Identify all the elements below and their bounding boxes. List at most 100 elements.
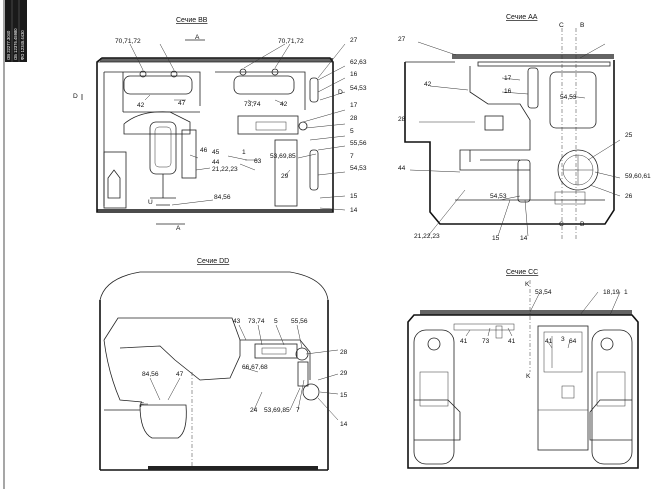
bb-label-62-63: 62,63 [350, 59, 367, 66]
dd-label-28: 28 [340, 349, 348, 356]
dd-label-47: 47 [176, 371, 184, 378]
aa-label-sect-c-top: C [559, 22, 564, 29]
bb-label-sect-d-right: D [338, 89, 343, 96]
dd-label-f: F [140, 402, 144, 409]
bb-label-54-53-a: 54,53 [350, 85, 367, 92]
aa-label-sect-c-bottom: C [559, 221, 564, 228]
bb-label-46: 46 [200, 147, 208, 154]
bb-label-17: 17 [350, 102, 358, 109]
bb-label-55-56: 55,56 [350, 140, 367, 147]
section-bb: Сечие ВВ [73, 17, 367, 232]
stamp-line-1: ОВ 22277.3040 [6, 30, 11, 60]
bb-label-14: 14 [350, 207, 358, 214]
section-aa: Сечие АА 27 C B 42 17 16 54,53 28 25 44 … [398, 14, 651, 242]
stamp-line-2: ОБ 12376.45980 [13, 28, 18, 60]
bb-label-27: 27 [350, 37, 358, 44]
dd-label-5: 5 [274, 318, 278, 325]
section-dd-title: Сечие DD [197, 258, 229, 265]
bb-label-15: 15 [350, 193, 358, 200]
bb-window-right [233, 75, 295, 95]
aa-label-59-60-61: 59,60,61 [625, 173, 651, 180]
bb-label-70-71-72-b: 70,71,72 [278, 38, 304, 45]
bb-label-5: 5 [350, 128, 354, 135]
dd-label-73-74: 73,74 [248, 318, 265, 325]
dd-label-66-67-68: 66,67,68 [242, 364, 268, 371]
dd-label-84-56: 84,56 [142, 371, 159, 378]
dd-label-43: 43 [233, 318, 241, 325]
bb-label-21-22-23: 21,22,23 [212, 166, 238, 173]
cc-label-3: 3 [561, 336, 565, 343]
cc-label-1: 1 [624, 289, 628, 296]
bb-label-sect-a-top: A [195, 34, 200, 41]
aa-steering-wheel [557, 149, 599, 191]
bb-label-44: 44 [212, 159, 220, 166]
aa-extinguisher-bottom [517, 159, 531, 203]
section-bb-title: Сечие ВВ [176, 17, 208, 24]
dd-label-24: 24 [250, 407, 258, 414]
aa-label-26: 26 [625, 193, 633, 200]
dd-label-7: 7 [296, 407, 300, 414]
bb-label-sect-d-left: D [73, 93, 78, 100]
aa-label-25: 25 [625, 132, 633, 139]
aa-extinguisher-top [527, 67, 539, 109]
bb-body-outline [96, 57, 334, 213]
cc-label-41-a: 41 [460, 338, 468, 345]
bb-label-42-b: 42 [280, 101, 288, 108]
aa-label-54-53-a: 54,53 [560, 94, 577, 101]
aa-label-28: 28 [398, 116, 406, 123]
aa-label-21-22-23: 21,22,23 [414, 233, 440, 240]
section-cc: Сечие CC K 53,54 18,19 1 41 73 41 3 41 6… [407, 269, 639, 469]
cc-door [537, 325, 589, 451]
aa-label-27: 27 [398, 36, 406, 43]
stamp-line-3: ФО 12345.4430 [20, 30, 25, 60]
bb-label-54-53-b: 54,53 [350, 165, 367, 172]
cc-label-sect-k-top: K [525, 281, 530, 288]
bb-label-1: 1 [242, 149, 246, 156]
aa-label-sect-b-top: B [580, 22, 585, 29]
bb-label-29: 29 [281, 173, 289, 180]
aa-label-44: 44 [398, 165, 406, 172]
section-dd: Сечие DD 43 73,74 5 55,56 28 84,56 47 66… [99, 258, 348, 471]
dd-label-15: 15 [340, 392, 348, 399]
cc-label-sect-k-bottom: K [526, 373, 531, 380]
bb-label-47: 47 [178, 100, 186, 107]
aa-label-15: 15 [492, 235, 500, 242]
bb-label-sect-u: U [148, 199, 153, 206]
aa-label-16: 16 [504, 88, 512, 95]
bb-label-53-69-85: 53,69,85 [270, 153, 296, 160]
cc-label-18-19: 18,19 [603, 289, 620, 296]
bb-extinguisher-top [309, 77, 319, 103]
cc-label-73: 73 [482, 338, 490, 345]
dd-extinguisher [302, 383, 320, 401]
bb-label-7: 7 [350, 153, 354, 160]
aa-label-sect-b-bottom: B [580, 221, 585, 228]
aa-label-14: 14 [520, 235, 528, 242]
bb-label-28: 28 [350, 115, 358, 122]
bb-label-16: 16 [350, 71, 358, 78]
dd-label-14: 14 [340, 421, 348, 428]
aa-door-window [549, 71, 597, 129]
cc-label-41-c: 41 [545, 338, 553, 345]
bb-label-sect-a-bottom: A [176, 225, 181, 232]
dd-label-55-56: 55,56 [291, 318, 308, 325]
bb-label-45: 45 [212, 149, 220, 156]
dd-label-29: 29 [340, 370, 348, 377]
bb-label-70-71-72-a: 70,71,72 [115, 38, 141, 45]
bb-extinguisher-bottom [309, 149, 319, 191]
dd-label-53-69-85: 53,69,85 [264, 407, 290, 414]
bb-seat [149, 121, 177, 175]
section-cc-title: Сечие CC [506, 269, 538, 276]
aa-label-42: 42 [424, 81, 432, 88]
bb-window-left [123, 75, 193, 95]
bb-label-84-56: 84,56 [214, 194, 231, 201]
bb-label-42-a: 42 [137, 102, 145, 109]
cc-label-64: 64 [569, 338, 577, 345]
cc-label-53-54: 53,54 [535, 289, 552, 296]
bb-label-73-74: 73,74 [244, 101, 261, 108]
bb-label-63: 63 [254, 158, 262, 165]
title-stamp: ОВ 22277.3040 ОБ 12376.45980 ФО 12345.44… [5, 0, 27, 62]
section-aa-title: Сечие АА [506, 14, 538, 21]
aa-label-54-53-b: 54,53 [490, 193, 507, 200]
